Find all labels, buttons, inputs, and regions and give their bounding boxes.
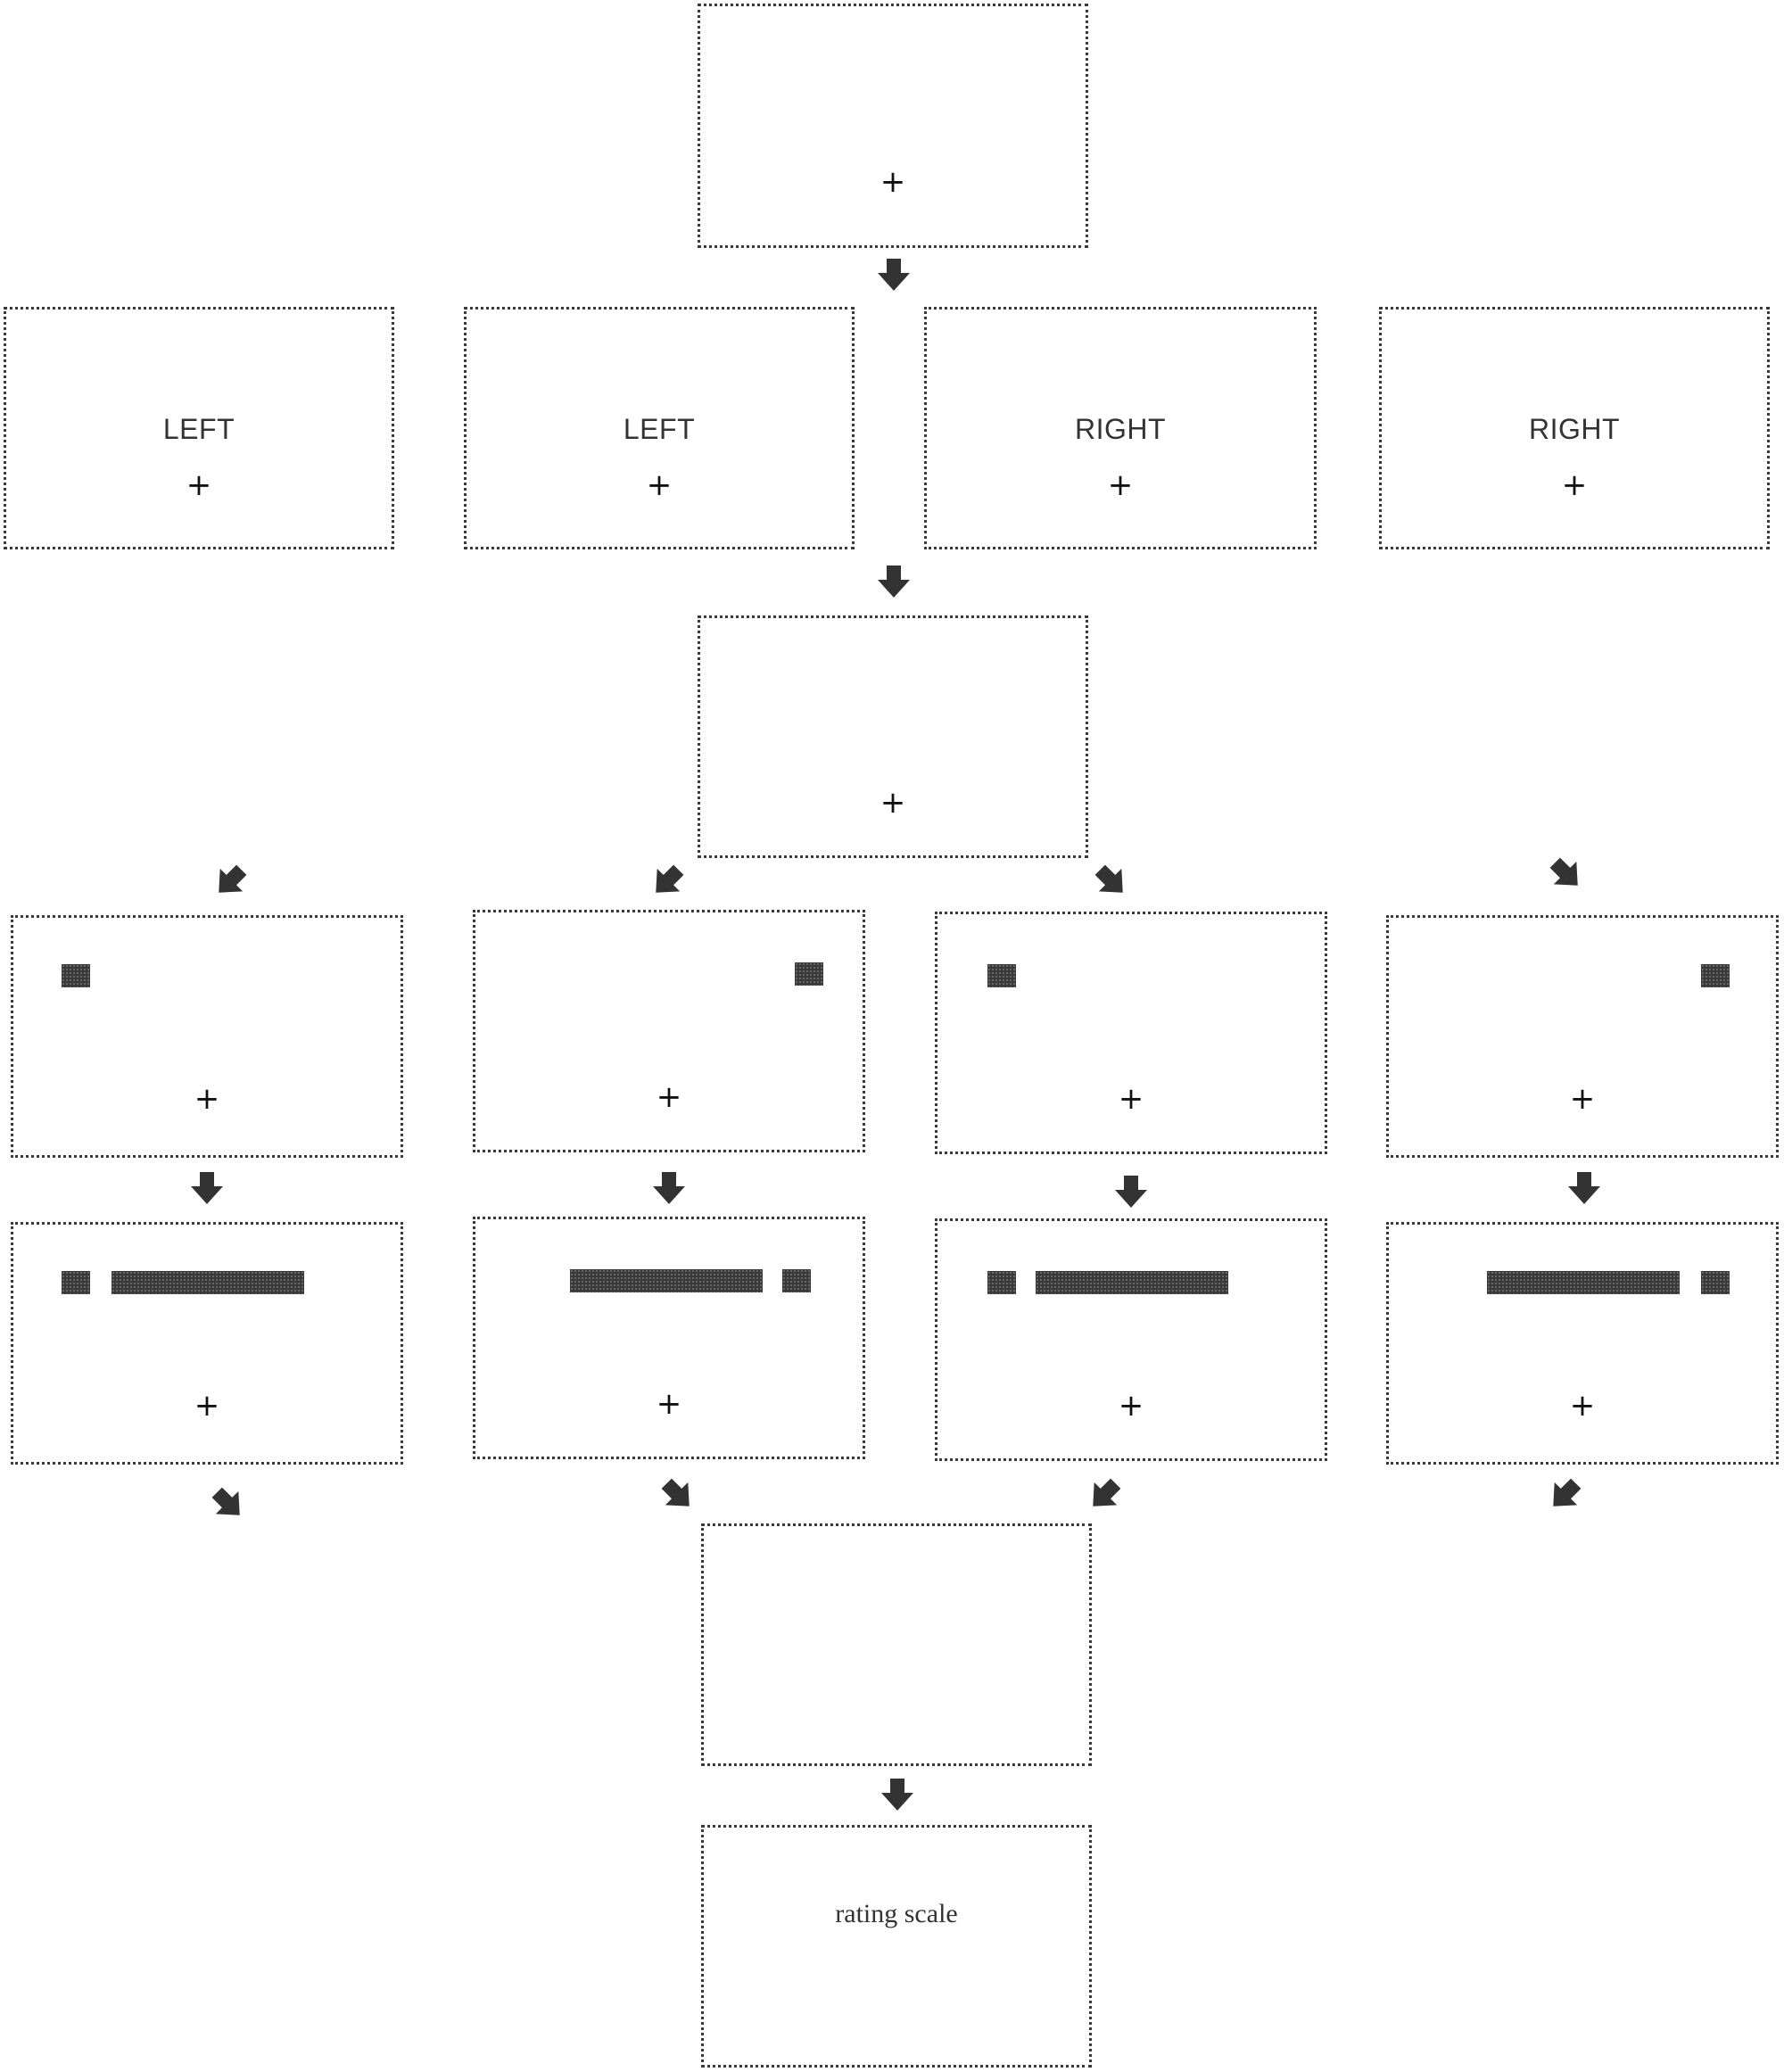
target-screen-3: + [935, 912, 1327, 1154]
bar-stimulus [1487, 1271, 1680, 1294]
target-block-left [987, 1271, 1016, 1294]
cue-label-right: RIGHT [1074, 413, 1167, 445]
arrow-down-icon [878, 259, 910, 291]
arrow-down-right-icon [661, 1478, 690, 1507]
arrow-down-right-icon [1549, 857, 1578, 886]
target-screen-2: + [473, 910, 865, 1152]
fixation-cross: + [1561, 467, 1588, 503]
bar-stimulus [570, 1269, 763, 1292]
mask-screen-4: + [1386, 1222, 1779, 1465]
fixation-cross: + [880, 785, 906, 821]
fixation-cross: + [186, 467, 212, 503]
cue-label-left: LEFT [623, 413, 696, 445]
bar-stimulus [112, 1271, 304, 1294]
fixation-cross: + [880, 164, 906, 200]
bar-stimulus [1036, 1271, 1228, 1294]
cue-screen-left-2: LEFT + [464, 307, 855, 549]
fixation-screen-initial: + [698, 4, 1088, 248]
target-block-right [1701, 964, 1730, 987]
cue-screen-right-1: RIGHT + [924, 307, 1317, 549]
arrow-down-right-icon [1094, 864, 1123, 893]
fixation-cross: + [1107, 467, 1134, 503]
arrow-down-left-icon [1553, 1478, 1582, 1507]
rating-scale-label: rating scale [835, 1899, 958, 1928]
fixation-cross: + [646, 467, 673, 503]
fixation-cross: + [1569, 1388, 1596, 1424]
arrow-down-icon [1115, 1176, 1147, 1208]
fixation-cross: + [656, 1079, 682, 1115]
target-screen-4: + [1386, 915, 1779, 1158]
cue-screen-left-1: LEFT + [4, 307, 394, 549]
fixation-cross: + [1118, 1388, 1144, 1424]
fixation-cross: + [1118, 1081, 1144, 1117]
arrow-down-icon [191, 1172, 223, 1204]
fixation-cross: + [194, 1388, 220, 1424]
arrow-down-icon [881, 1779, 913, 1811]
rating-scale-screen: rating scale [701, 1825, 1092, 2068]
fixation-cross: + [194, 1081, 220, 1117]
target-block-left [62, 1271, 90, 1294]
target-block-right [795, 962, 823, 986]
arrow-down-icon [1568, 1172, 1600, 1204]
mask-screen-2: + [473, 1217, 865, 1459]
blank-screen [701, 1523, 1092, 1766]
cue-screen-right-2: RIGHT + [1379, 307, 1770, 549]
arrow-down-left-icon [656, 864, 684, 893]
arrow-down-icon [878, 565, 910, 598]
arrow-down-icon [653, 1172, 685, 1204]
arrow-down-left-icon [219, 864, 247, 893]
mask-screen-1: + [11, 1222, 403, 1465]
fixation-cross: + [656, 1386, 682, 1422]
arrow-down-right-icon [211, 1487, 240, 1515]
cue-label-right: RIGHT [1528, 413, 1621, 445]
arrow-down-left-icon [1093, 1478, 1121, 1507]
fixation-screen-interval: + [698, 615, 1088, 858]
target-block-left [987, 964, 1016, 987]
mask-screen-3: + [935, 1218, 1327, 1461]
target-block-left [62, 964, 90, 987]
cue-label-left: LEFT [162, 413, 235, 445]
target-block-right [782, 1269, 811, 1292]
target-block-right [1701, 1271, 1730, 1294]
fixation-cross: + [1569, 1081, 1596, 1117]
target-screen-1: + [11, 915, 403, 1158]
